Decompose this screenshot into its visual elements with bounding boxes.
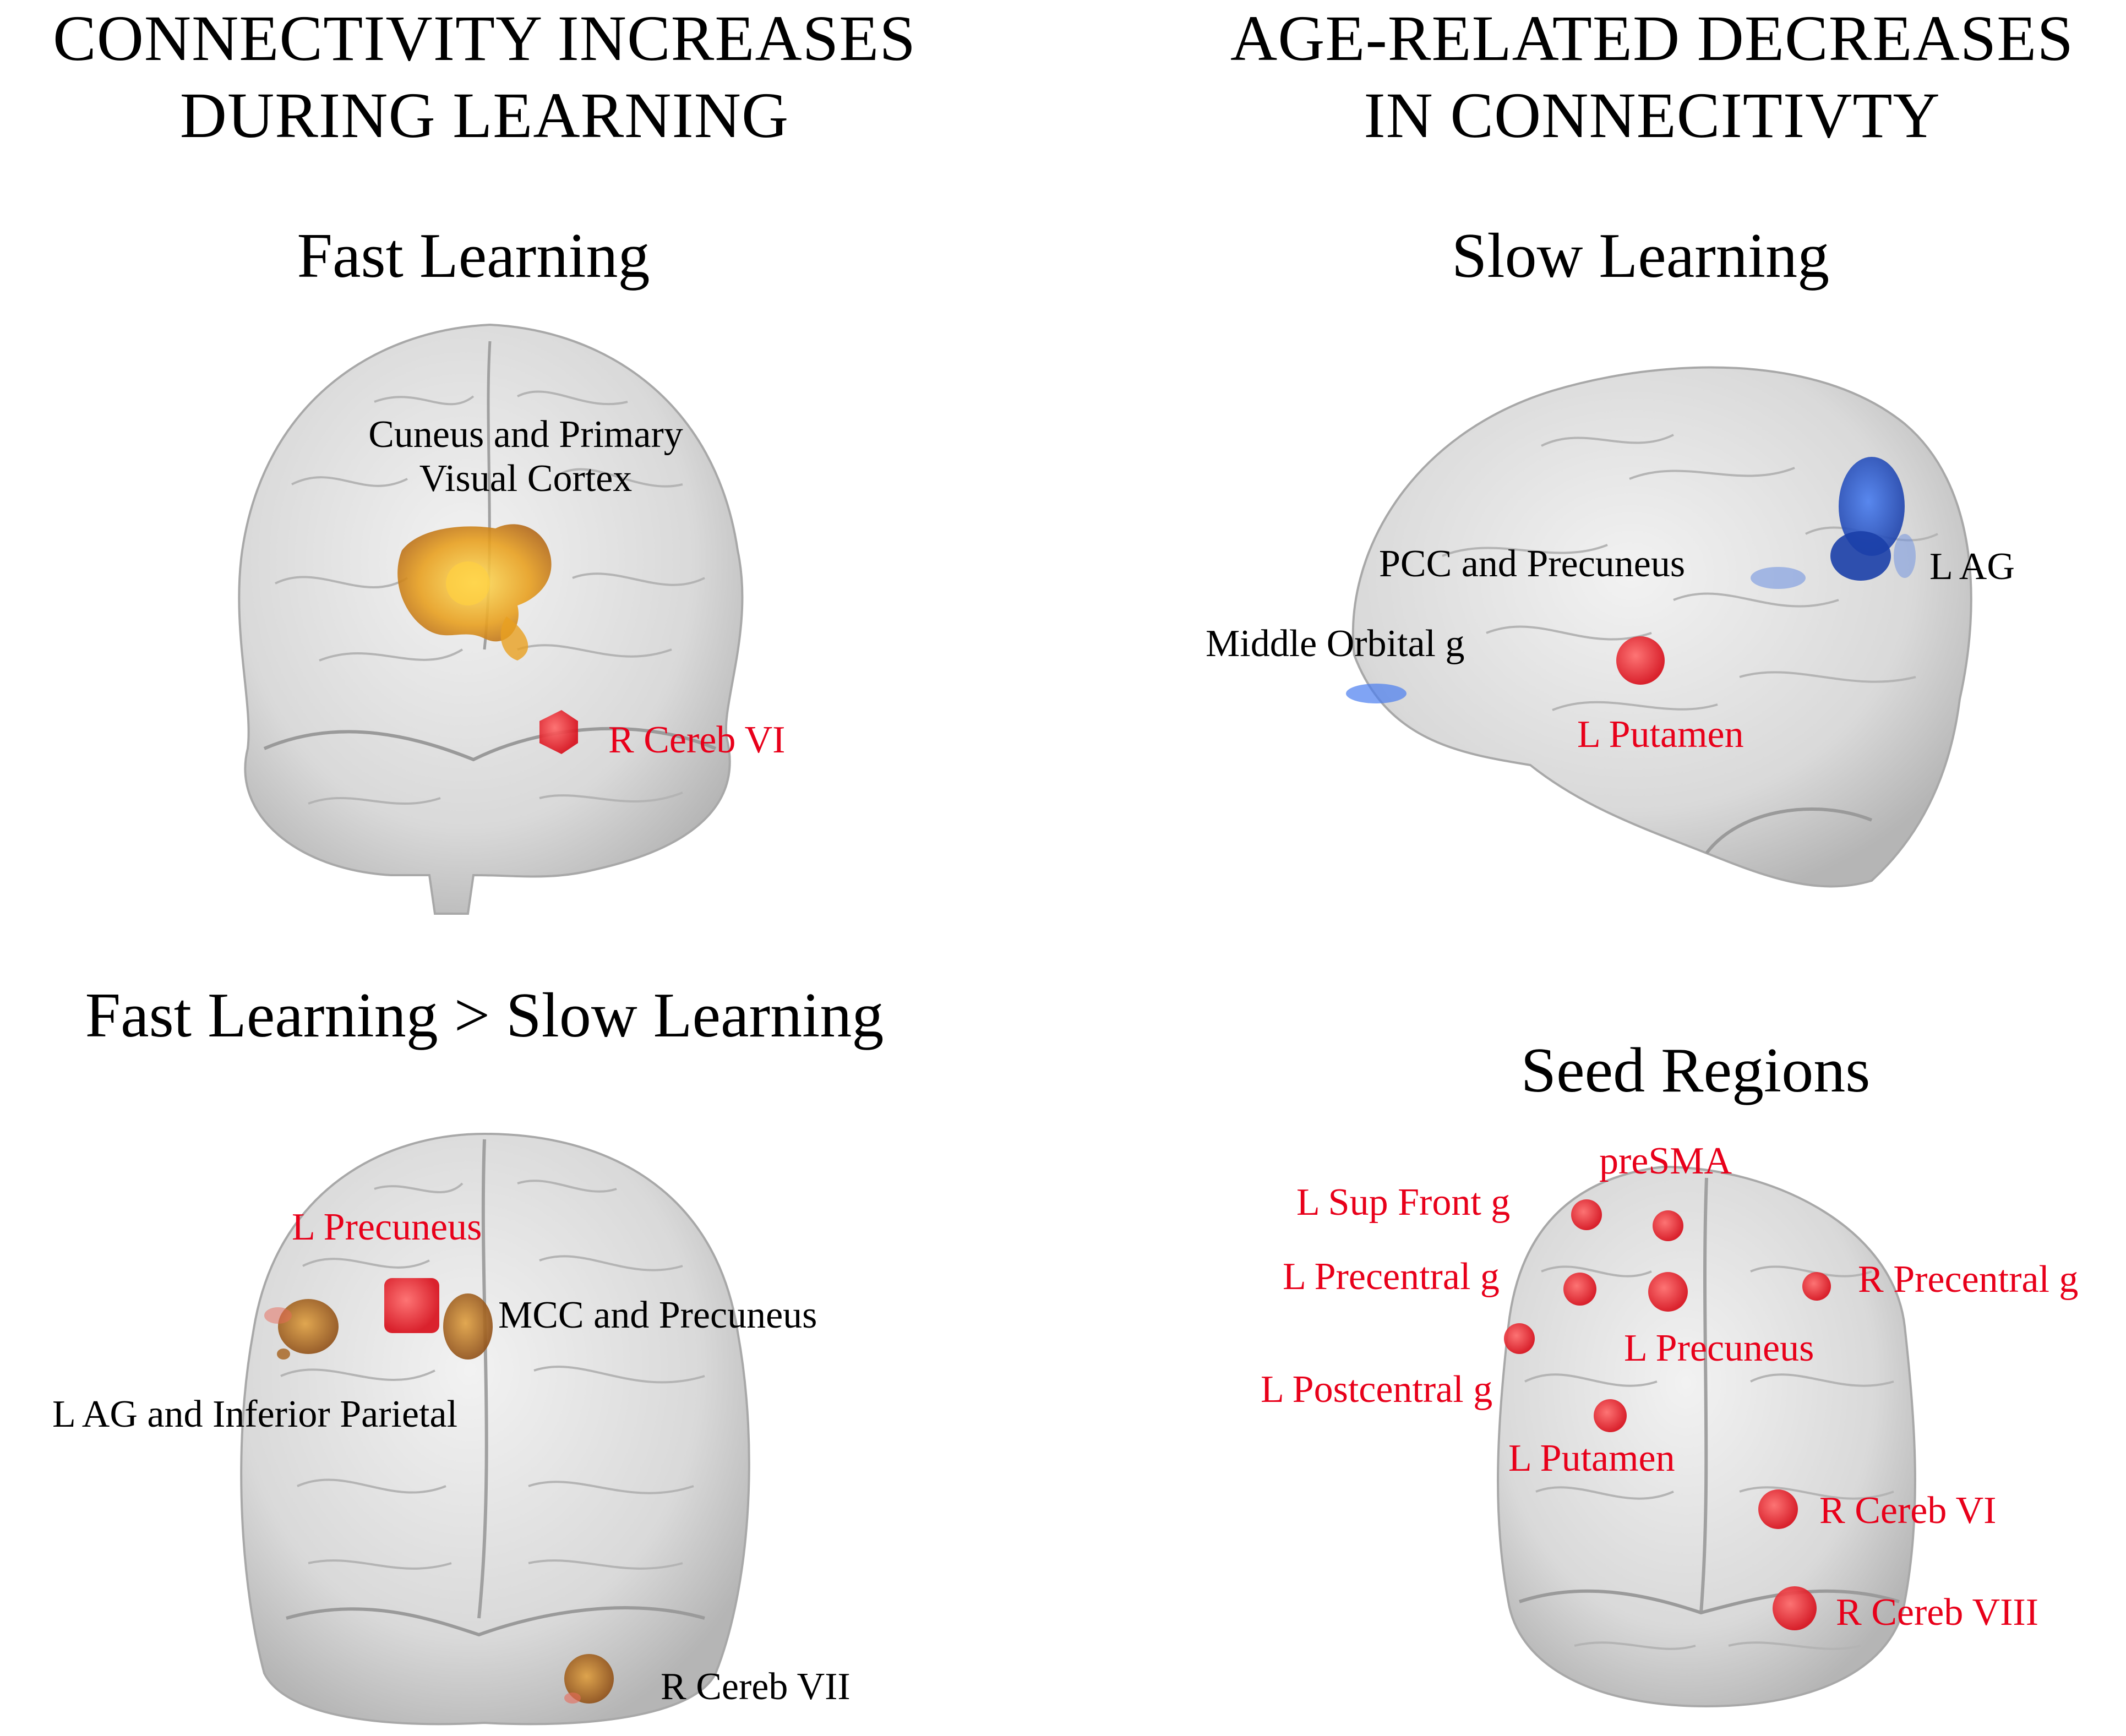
- left-heading: CONNECTIVITY INCREASES DURING LEARNING: [0, 0, 969, 154]
- r-cereb-vi-label-fast: R Cereb VI: [608, 719, 786, 761]
- l-precuneus-label-contrast: L Precuneus: [292, 1206, 482, 1248]
- cuneus-label: Cuneus and Primary Visual Cortex: [333, 413, 718, 501]
- fast-vs-slow-brain: [240, 1132, 750, 1726]
- r-cereb-vii-label: R Cereb VII: [661, 1666, 851, 1708]
- seed-regions-title: Seed Regions: [1520, 1035, 1871, 1106]
- l-ag-inferior-parietal-label: L AG and Inferior Parietal: [52, 1393, 458, 1435]
- mcc-precuneus-label: MCC and Precuneus: [498, 1294, 817, 1336]
- seed-regions-brain: [1497, 1165, 1916, 1708]
- l-precentral-label: L Precentral g: [1283, 1255, 1500, 1298]
- r-cereb-vi-label-seed: R Cereb VI: [1819, 1489, 1997, 1532]
- fast-learning-title: Fast Learning: [297, 221, 650, 291]
- right-heading-line2: IN CONNECITIVTY: [1364, 79, 1940, 151]
- l-sup-front-label: L Sup Front g: [1296, 1181, 1511, 1224]
- slow-learning-brain: [1346, 366, 1972, 888]
- fast-vs-slow-title: Fast Learning > Slow Learning: [85, 980, 884, 1051]
- fast-learning-brain: [238, 323, 744, 915]
- presma-label: preSMA: [1599, 1140, 1732, 1182]
- l-ag-label: L AG: [1929, 545, 2015, 588]
- left-heading-line1: CONNECTIVITY INCREASES: [53, 2, 916, 74]
- l-putamen-label-slow: L Putamen: [1577, 713, 1744, 756]
- right-heading: AGE-RELATED DECREASES IN CONNECITIVTY: [1178, 0, 2126, 154]
- cuneus-label-line2: Visual Cortex: [419, 457, 633, 500]
- l-precuneus-label-seed: L Precuneus: [1624, 1327, 1814, 1369]
- r-cereb-viii-label: R Cereb VIII: [1836, 1591, 2039, 1634]
- middle-orbital-label: Middle Orbital g: [1206, 623, 1465, 665]
- right-heading-line1: AGE-RELATED DECREASES: [1230, 2, 2074, 74]
- left-heading-line2: DURING LEARNING: [179, 79, 789, 151]
- slow-learning-title: Slow Learning: [1451, 221, 1830, 291]
- pcc-precuneus-label: PCC and Precuneus: [1379, 543, 1686, 585]
- r-precentral-label: R Precentral g: [1858, 1258, 2079, 1301]
- l-putamen-label-seed: L Putamen: [1508, 1437, 1675, 1480]
- cuneus-label-line1: Cuneus and Primary: [368, 413, 683, 456]
- l-postcentral-label: L Postcentral g: [1261, 1368, 1493, 1411]
